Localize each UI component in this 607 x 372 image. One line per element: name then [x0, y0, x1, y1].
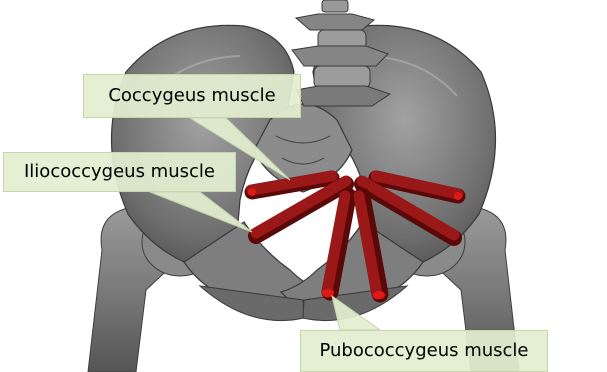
lumbar-spine: [292, 0, 390, 106]
iliococcygeus-muscle-text: Iliococcygeus muscle: [24, 163, 215, 181]
coccygeus-muscle-text: Coccygeus muscle: [108, 87, 275, 105]
pubococcygeus-muscle-text: Pubococcygeus muscle: [319, 342, 528, 360]
iliococcygeus-muscle-label: Iliococcygeus muscle: [3, 152, 236, 192]
coccygeus-muscle-label: Coccygeus muscle: [83, 74, 301, 118]
pubococcygeus-muscle-label: Pubococcygeus muscle: [300, 330, 548, 372]
